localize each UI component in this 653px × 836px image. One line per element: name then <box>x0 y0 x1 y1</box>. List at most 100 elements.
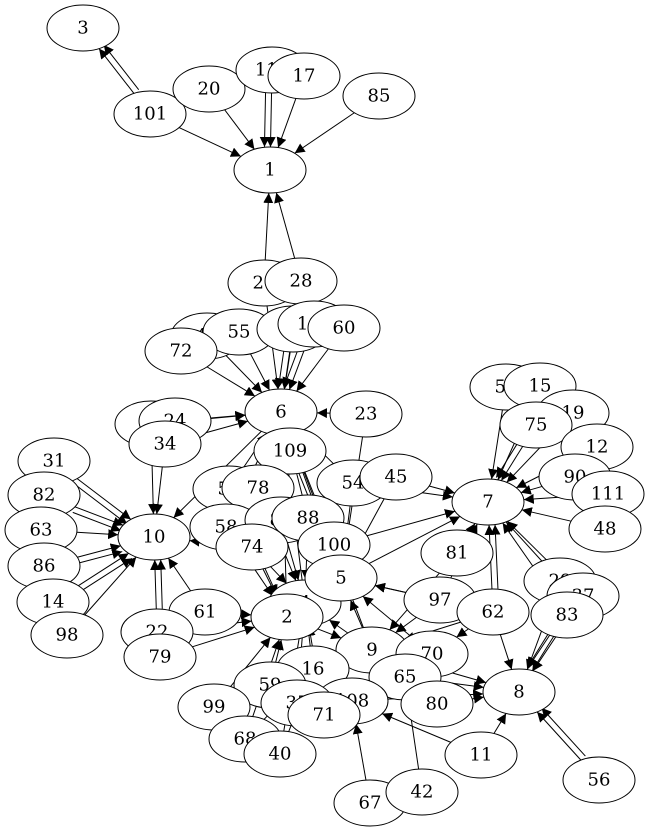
node-label: 45 <box>385 467 408 488</box>
node-label: 100 <box>317 535 351 556</box>
node-ellipse <box>451 478 525 526</box>
node-ellipse <box>253 427 327 475</box>
node-label: 14 <box>42 592 65 613</box>
node-63: 63 <box>4 506 78 554</box>
edge-63-to-10 <box>76 529 119 540</box>
node-label: 72 <box>170 341 193 362</box>
edge-79-to-2 <box>192 625 255 648</box>
node-label: 7 <box>482 492 493 513</box>
edge-62-to-7 <box>490 524 501 589</box>
node-98: 98 <box>30 611 104 659</box>
node-label: 97 <box>429 590 452 611</box>
node-label: 1 <box>264 160 275 181</box>
edge-14-to-10 <box>78 552 129 587</box>
node-label: 55 <box>228 322 251 343</box>
node-label: 6 <box>275 402 286 423</box>
node-label: 42 <box>411 782 434 803</box>
node-ellipse <box>385 768 459 816</box>
node-ellipse <box>568 505 642 553</box>
node-80: 80 <box>400 680 474 728</box>
node-ellipse <box>215 523 289 571</box>
edge-82-to-10 <box>74 506 124 527</box>
edge-97-to-9 <box>395 616 417 634</box>
edge-83-to-8 <box>526 632 550 668</box>
node-62: 62 <box>456 588 530 636</box>
node-label: 98 <box>56 625 79 646</box>
node-2: 2 <box>250 593 324 641</box>
edge-26-to-1 <box>263 192 274 261</box>
edge-31-to-10 <box>76 478 132 520</box>
node-ellipse <box>117 513 191 561</box>
node-8: 8 <box>482 668 556 716</box>
node-ellipse <box>499 401 573 449</box>
edge-67-to-108 <box>352 723 367 781</box>
node-label: 80 <box>426 694 449 715</box>
node-ellipse <box>113 90 187 138</box>
node-label: 8 <box>513 682 524 703</box>
node-label: 99 <box>203 697 226 718</box>
node-81: 81 <box>420 529 494 577</box>
node-label: 63 <box>30 520 53 541</box>
edge-22-to-10 <box>156 559 167 609</box>
edge-61-to-2 <box>240 609 252 620</box>
node-20: 20 <box>172 65 246 113</box>
node-label: 81 <box>446 543 469 564</box>
node-label: 20 <box>198 79 221 100</box>
edge-45-to-7 <box>428 485 456 496</box>
node-45: 45 <box>359 453 433 501</box>
node-ellipse <box>233 146 307 194</box>
node-label: 88 <box>297 508 320 529</box>
node-ellipse <box>267 52 341 100</box>
node-74: 74 <box>215 523 289 571</box>
edge-48-to-7 <box>521 507 572 522</box>
node-48: 48 <box>568 505 642 553</box>
node-label: 23 <box>355 404 378 425</box>
node-label: 31 <box>43 451 66 472</box>
edge-74-to-4 <box>270 566 287 584</box>
node-ellipse <box>482 668 556 716</box>
node-ellipse <box>250 593 324 641</box>
edge-46-to-6 <box>225 355 263 393</box>
node-ellipse <box>46 4 120 52</box>
node-23: 23 <box>329 390 403 438</box>
node-56: 56 <box>562 756 636 804</box>
node-109: 109 <box>253 427 327 475</box>
edge-14-to-10 <box>81 557 133 592</box>
edge-62-to-70 <box>456 627 469 638</box>
node-label: 60 <box>333 318 356 339</box>
node-label: 101 <box>133 104 167 125</box>
node-ellipse <box>128 420 202 468</box>
edge-11-to-108 <box>381 712 452 743</box>
node-6: 6 <box>244 388 318 436</box>
node-label: 12 <box>586 437 609 458</box>
edge-85-to-1 <box>294 112 355 154</box>
node-label: 85 <box>368 86 391 107</box>
node-label: 16 <box>302 659 325 680</box>
edge-86-to-10 <box>77 543 121 558</box>
node-label: 5 <box>335 568 346 589</box>
edge-75-to-7 <box>495 442 519 478</box>
edge-84-to-4 <box>287 542 301 581</box>
edge-18-to-6 <box>274 350 285 389</box>
node-ellipse <box>420 529 494 577</box>
edge-9-to-5 <box>349 599 363 629</box>
node-label: 9 <box>366 640 377 661</box>
node-101: 101 <box>113 90 187 138</box>
edge-28-to-1 <box>274 192 296 259</box>
node-34: 34 <box>128 420 202 468</box>
edge-101-to-3 <box>103 44 140 91</box>
node-85: 85 <box>342 72 416 120</box>
edge-90-to-7 <box>520 484 543 495</box>
node-79: 79 <box>123 633 197 681</box>
edge-98-to-10 <box>84 556 137 616</box>
edge-86-to-10 <box>78 549 123 564</box>
node-label: 40 <box>269 744 292 765</box>
node-1: 1 <box>233 146 307 194</box>
node-5: 5 <box>304 554 378 602</box>
node-ellipse <box>562 756 636 804</box>
edge-34-to-10 <box>152 466 163 515</box>
node-40: 40 <box>243 730 317 778</box>
edge-17-to-1 <box>276 98 297 148</box>
edge-56-to-8 <box>536 711 582 761</box>
node-ellipse <box>123 633 197 681</box>
